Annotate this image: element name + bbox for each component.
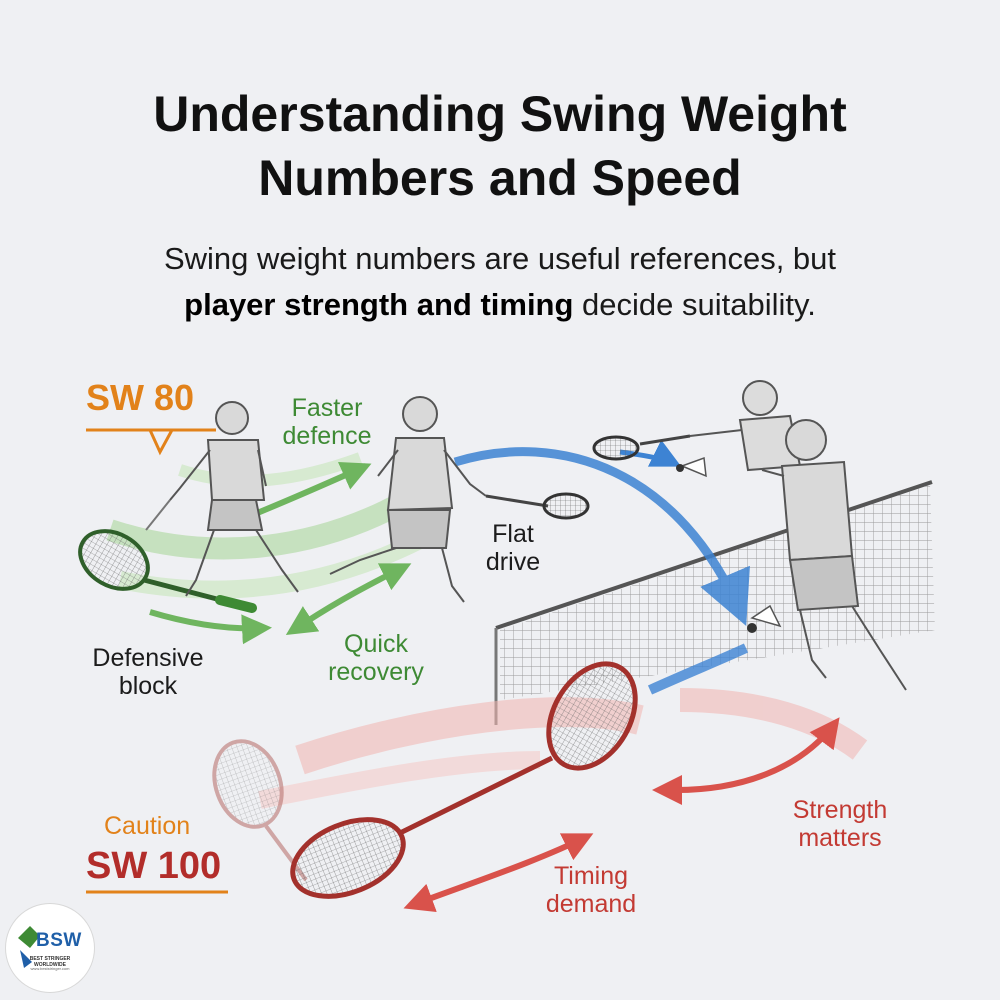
sw100-label: SW 100: [86, 845, 222, 887]
racket-icon-drive: [485, 492, 590, 520]
sw80-label: SW 80: [86, 377, 195, 418]
timing-demand-label: Timing demand: [536, 862, 646, 918]
logo-tagline: BEST STRINGER WORLDWIDE: [29, 956, 71, 968]
subtitle: Swing weight numbers are useful referenc…: [40, 236, 960, 328]
page-title: Understanding Swing Weight Numbers and S…: [0, 82, 1000, 210]
logo-name: BSW: [36, 930, 82, 951]
badminton-player-icon-driver: [329, 396, 487, 603]
title-line-1: Understanding Swing Weight: [153, 86, 847, 142]
caution-label: Caution: [104, 812, 191, 840]
strength-matters-line-1: Strength: [792, 796, 888, 824]
subtitle-rest: decide suitability.: [573, 287, 816, 322]
racket-icon-opponent: [592, 434, 691, 461]
defensive-block-line-2: block: [118, 672, 178, 700]
strength-matters-arrow: [652, 717, 840, 805]
badminton-player-icon-defender: [145, 401, 299, 597]
subtitle-line-1: Swing weight numbers are useful referenc…: [163, 241, 837, 276]
flat-drive-line-2: drive: [485, 548, 541, 576]
subtitle-line-2: player strength and timing decide suitab…: [40, 282, 960, 328]
quick-recovery-line-2: recovery: [328, 658, 424, 686]
logo-mark-icon: [18, 926, 40, 968]
racket-icon-heavy: [290, 661, 638, 899]
logo-url: www.beststringer.com: [30, 966, 70, 971]
timing-demand-arrow: [403, 833, 594, 912]
title-line-2: Numbers and Speed: [258, 150, 742, 206]
faster-defence-line-1: Faster: [291, 394, 363, 422]
subtitle-bold: player strength and timing: [184, 287, 574, 322]
timing-demand-line-1: Timing: [553, 862, 629, 890]
defensive-block-arrow: [149, 609, 272, 645]
bsw-logo: BSW BEST STRINGER WORLDWIDE www.beststri…: [6, 904, 94, 992]
shuttlecock-icon-top: [676, 456, 707, 478]
timing-demand-line-2: demand: [545, 890, 637, 918]
badminton-player-icon-opponent-back: [689, 380, 802, 472]
racket-icon-light: [78, 529, 257, 613]
defensive-block-line-1: Defensive: [92, 644, 204, 672]
faster-defence-label: Faster defence: [272, 394, 382, 450]
flat-drive-line-1: Flat: [492, 520, 534, 548]
faster-defence-line-2: defence: [282, 422, 372, 450]
defensive-block-label: Defensive block: [78, 644, 218, 700]
quick-recovery-label: Quick recovery: [316, 630, 436, 686]
quick-recovery-line-1: Quick: [344, 630, 408, 658]
flat-drive-trajectory: [453, 447, 750, 626]
strength-matters-line-2: matters: [798, 824, 882, 852]
shuttlecock-icon-net: [747, 604, 782, 633]
strength-matters-label: Strength matters: [780, 796, 900, 852]
flat-drive-label: Flat drive: [478, 520, 548, 576]
badminton-player-icon-opponent-front: [761, 419, 907, 691]
net-shot-trajectory: [647, 643, 749, 695]
sw80-callout: [86, 428, 216, 456]
quick-recovery-arrow: [285, 563, 412, 636]
